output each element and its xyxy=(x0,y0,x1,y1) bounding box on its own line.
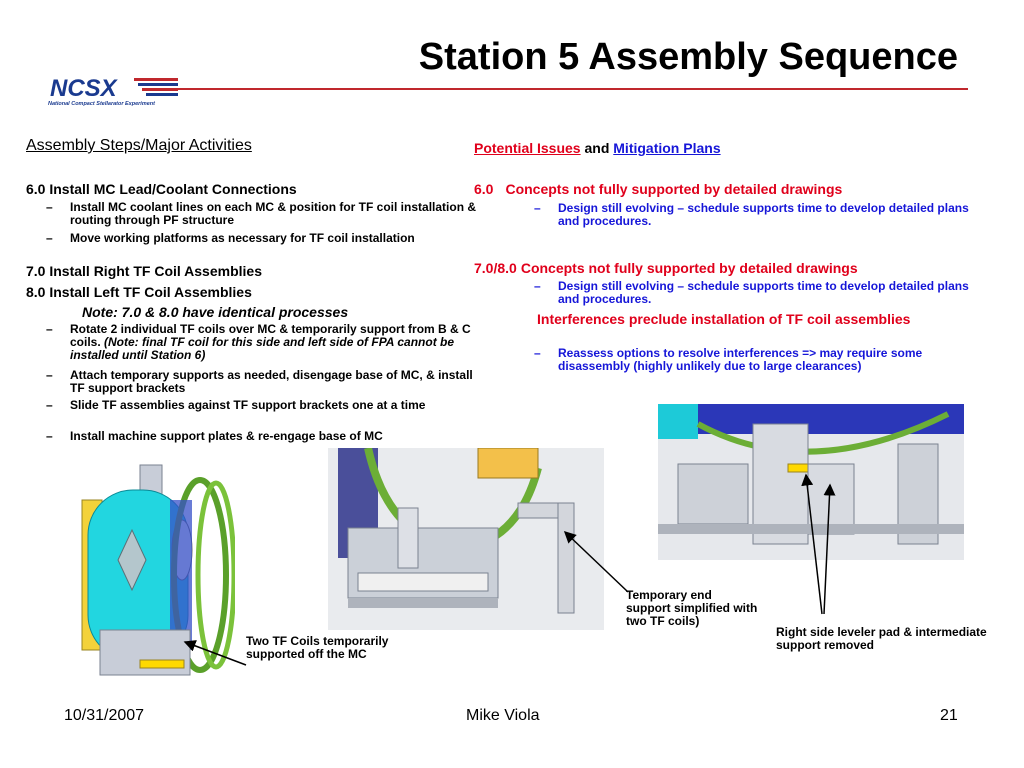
issue-interference: Interferences preclude installation of T… xyxy=(537,311,911,327)
step-8-sub-3: –Slide TF assemblies against TF support … xyxy=(46,398,426,412)
step-8: 8.0 Install Left TF Coil Assemblies xyxy=(26,284,252,300)
caption-leveler-pad: Right side leveler pad & intermediate su… xyxy=(776,625,987,652)
tf-coil-arc-right xyxy=(696,411,950,455)
logo-subtitle: National Compact Stellarator Experiment xyxy=(48,101,155,107)
ncsx-logo: NCSX National Compact Stellarator Experi… xyxy=(48,74,180,108)
logo-wordmark: NCSX xyxy=(50,75,119,102)
identical-note: Note: 7.0 & 8.0 have identical processes xyxy=(82,304,349,320)
plan-interference: –Reassess options to resolve interferenc… xyxy=(534,346,923,373)
end-support xyxy=(557,502,575,614)
step-7: 7.0 Install Right TF Coil Assemblies xyxy=(26,263,262,279)
step-8-sub-1: –Rotate 2 individual TF coils over MC & … xyxy=(46,322,471,362)
footer-author: Mike Viola xyxy=(466,707,540,724)
step-6: 6.0 Install MC Lead/Coolant Connections xyxy=(26,181,297,197)
step-6-sub-2: –Move working platforms as necessary for… xyxy=(46,231,415,245)
arrow-leveler-1 xyxy=(801,473,823,615)
arrow-two-tf-coils xyxy=(183,640,247,666)
footer-date: 10/31/2007 xyxy=(64,707,145,724)
step-8-sub-4: –Install machine support plates & re-eng… xyxy=(46,429,383,443)
caption-end-support: Temporary end support simplified with tw… xyxy=(626,588,758,628)
title-rule xyxy=(178,88,968,90)
arrow-leveler-2 xyxy=(823,483,836,615)
caption-two-tf-coils: Two TF Coils temporarily supported off t… xyxy=(246,634,389,661)
logo-graphic: NCSX xyxy=(50,75,178,102)
figure-temporary-end-support xyxy=(328,448,604,630)
slide-title: Station 5 Assembly Sequence xyxy=(418,36,958,78)
right-heading: Potential Issues and Mitigation Plans xyxy=(474,140,721,156)
tf-coil-2 xyxy=(195,480,235,670)
arrow-end-support xyxy=(563,530,629,593)
pf-coil xyxy=(170,500,192,650)
step-8-sub-2: –Attach temporary supports as needed, di… xyxy=(46,368,473,395)
plan-6: –Design still evolving – schedule suppor… xyxy=(534,201,969,228)
figure-mc-with-tf-coils xyxy=(70,460,235,680)
plan-7-8: –Design still evolving – schedule suppor… xyxy=(534,279,969,306)
footer-page-number: 21 xyxy=(940,707,958,724)
step-6-sub-1: –Install MC coolant lines on each MC & p… xyxy=(46,200,477,227)
left-heading: Assembly Steps/Major Activities xyxy=(26,137,252,154)
